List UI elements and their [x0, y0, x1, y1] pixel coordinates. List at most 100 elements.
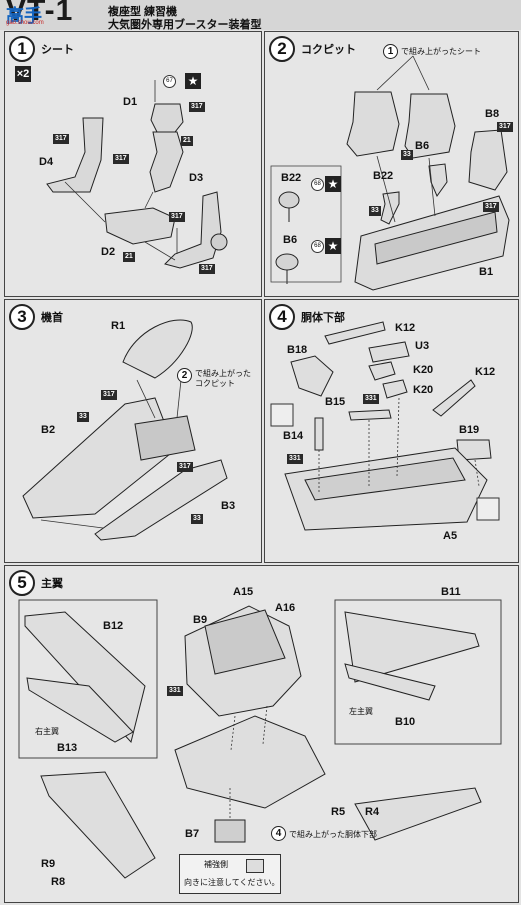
label-d1: D1	[123, 96, 138, 108]
paint-badge: 317	[189, 102, 205, 112]
watermark-text: 高手	[6, 6, 42, 26]
label-b2: B2	[41, 424, 56, 436]
step-5-number: 5	[9, 570, 35, 596]
star-icon: ★	[325, 176, 341, 192]
step-1-panel: 1 シート ×2 67 ★ D1 317 21 317 317 D4 D3 31…	[4, 31, 262, 297]
step-2-panel: 2 コクピット 1 で組み上がったシート B8 317 B6 33 B22 33…	[264, 31, 519, 297]
paint-badge: 33	[369, 206, 381, 216]
label-b15: B15	[325, 396, 346, 408]
paint-badge: 21	[123, 252, 135, 262]
label-d4: D4	[39, 156, 54, 168]
orientation-tip: 補強側 向きに注意してください。	[179, 854, 281, 894]
label-r4: R4	[365, 806, 380, 818]
paint-badge: 317	[101, 390, 117, 400]
paint-badge: 331	[287, 454, 303, 464]
step-5-note-number: 4	[271, 826, 286, 841]
label-b18: B18	[287, 344, 308, 356]
paint-badge: 317	[497, 122, 513, 132]
label-a5: A5	[443, 530, 458, 542]
label-b19: B19	[459, 424, 480, 436]
step-2-number: 2	[269, 36, 295, 62]
label-k20: K20	[413, 364, 434, 376]
label-b11: B11	[441, 586, 461, 598]
label-b10: B10	[395, 716, 416, 728]
watermark-url: gao.shou.com	[6, 20, 44, 26]
label-r8: R8	[51, 876, 66, 888]
paint-badge: 33	[77, 412, 89, 422]
step-3-note-2: コクピット	[195, 379, 235, 388]
reinforcement-icon	[246, 859, 264, 873]
step-4-number: 4	[269, 304, 295, 330]
left-wing-label: 左主翼	[349, 707, 373, 716]
paint-badge: 317	[177, 462, 193, 472]
right-wing-label: 右主翼	[35, 727, 59, 736]
label-b22-inset: B22	[281, 172, 302, 184]
step-3-note-1: で組み上がった	[195, 369, 251, 378]
label-b7: B7	[185, 828, 200, 840]
label-b1: B1	[479, 266, 494, 278]
step-3-drawing	[22, 319, 228, 541]
label-d2: D2	[101, 246, 116, 258]
paint-badge: 317	[199, 264, 215, 274]
label-a16: A16	[275, 602, 296, 614]
paint-badge: 317	[483, 202, 499, 212]
step-5-note: で組み上がった胴体下部	[289, 830, 377, 839]
label-u3: U3	[415, 340, 430, 352]
label-b6-inset: B6	[283, 234, 298, 246]
step-1-drawing	[46, 80, 228, 269]
step-2-ref: 68	[311, 178, 324, 191]
label-b12: B12	[103, 620, 124, 632]
step-2-note-number: 1	[383, 44, 398, 59]
label-k12-b: K12	[475, 366, 496, 378]
label-a15: A15	[233, 586, 254, 598]
step-2-note: で組み上がったシート	[401, 47, 481, 56]
step-4-panel: 4 胴体下部 K12 U3 B18 K20 K20 K12 331 B15 B1…	[264, 299, 519, 563]
page-header: VT-1 高手 gao.shou.com 複座型 練習機 大気圏外専用ブースター…	[0, 0, 521, 31]
orientation-tip-text: 向きに注意してください。	[184, 878, 280, 887]
label-r1: R1	[111, 320, 126, 332]
label-b6: B6	[415, 140, 430, 152]
paint-badge: 317	[53, 134, 69, 144]
paint-badge: 21	[181, 136, 193, 146]
step-1-number: 1	[9, 36, 35, 62]
step-2-ref: 68	[311, 240, 324, 253]
step-4-title: 胴体下部	[301, 312, 345, 324]
step-5-title: 主翼	[41, 578, 63, 590]
paint-badge: 331	[167, 686, 183, 696]
step-2-title: コクピット	[301, 44, 356, 56]
step-1-title: シート	[41, 44, 74, 56]
label-k12: K12	[395, 322, 416, 334]
star-icon: ★	[325, 238, 341, 254]
paint-badge: 33	[401, 150, 413, 160]
step-2-drawing	[270, 55, 510, 291]
step-4-drawing	[270, 321, 500, 531]
orientation-tip-title: 補強側	[204, 860, 228, 869]
paint-badge: 317	[113, 154, 129, 164]
label-d3: D3	[189, 172, 204, 184]
model-title: VT-1	[6, 0, 74, 27]
label-k20-b: K20	[413, 384, 434, 396]
paint-badge: 317	[169, 212, 185, 222]
step-5-drawing	[18, 599, 502, 879]
step-3-title: 機首	[41, 312, 63, 324]
label-b22: B22	[373, 170, 394, 182]
subtitle-1: 複座型 練習機	[108, 6, 178, 18]
step-3-note-number: 2	[177, 368, 192, 383]
label-r9: R9	[41, 858, 56, 870]
label-b3: B3	[221, 500, 236, 512]
label-b13: B13	[57, 742, 78, 754]
label-b14: B14	[283, 430, 304, 442]
paint-badge: 331	[363, 394, 379, 404]
watermark-logo: 高手 gao.shou.com	[6, 2, 48, 28]
label-b8: B8	[485, 108, 500, 120]
label-b9: B9	[193, 614, 208, 626]
step-3-number: 3	[9, 304, 35, 330]
subtitle-2: 大気圏外専用ブースター装着型	[108, 19, 262, 31]
label-r5: R5	[331, 806, 346, 818]
step-1-ref: 67	[163, 75, 176, 88]
step-3-panel: 3 機首 R1 2 で組み上がった コクピット 317 33 B2 317 B3…	[4, 299, 262, 563]
star-icon: ★	[185, 73, 201, 89]
quantity-x2: ×2	[15, 66, 31, 82]
step-5-panel: 5 主翼 B12 右主翼 B13 A15 A16 B9 331 B11 左主翼 …	[4, 565, 519, 903]
